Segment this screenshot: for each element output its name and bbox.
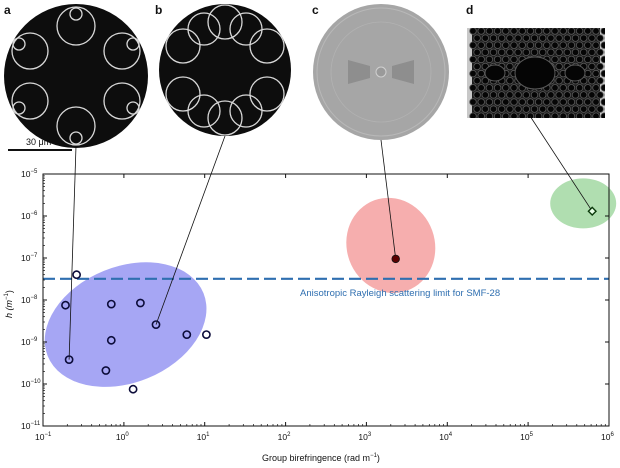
panel-letter-a: a [4,3,11,17]
micrograph-b [159,4,291,136]
panel-letter-c: c [312,3,319,17]
panel-letter-b: b [155,3,162,17]
y-axis-title: h (m−1) [4,290,14,318]
x-tick-label: 106 [601,432,614,442]
data-point [61,300,70,310]
x-tick-label: 101 [197,432,210,442]
group-ellipse-a-b [44,262,207,387]
leader-line-d [529,115,593,212]
y-tick-label: 10−6 [21,211,38,221]
y-tick-label: 10−11 [21,421,41,431]
data-point [128,384,138,394]
data-point [64,355,74,364]
data-point [106,335,116,345]
y-tick-label: 10−5 [21,169,38,179]
reference-line-label: Anisotropic Rayleigh scattering limit fo… [300,288,500,299]
y-tick-label: 10−8 [21,295,38,305]
axis-ticks: 10−1 100 101 102 103 104 105 106 10−11 10−10 10−9 1… [21,169,614,442]
leader-line-b [155,135,226,325]
data-point [201,330,211,339]
leader-line-a [68,145,77,360]
y-tick-label: 10−9 [21,337,38,347]
x-tick-label: 10−1 [35,432,52,442]
x-tick-label: 104 [439,432,452,442]
x-tick-label: 102 [278,432,291,442]
leader-lines [68,115,593,360]
data-point [106,299,116,309]
group-ellipse-d [550,178,617,229]
x-tick-label: 100 [116,432,129,442]
x-tick-label: 103 [358,432,371,442]
data-point [182,330,192,339]
leader-line-c [380,139,397,259]
micrograph-a [4,4,148,148]
scale-bar-label: 30 μm [26,137,51,147]
data-point [135,298,145,308]
data-point [72,270,81,280]
y-tick-label: 10−10 [21,379,41,389]
data-point [151,320,161,329]
data-point [391,254,400,264]
data-points [61,206,598,394]
y-tick-label: 10−7 [21,253,38,263]
group-ellipses [44,178,617,387]
data-point [101,366,111,375]
group-ellipse-c [346,197,436,293]
micrograph-c [313,4,449,140]
panel-letter-d: d [466,3,473,17]
micrograph-d [467,28,605,118]
data-point [587,206,598,217]
x-axis-title: Group birefringence (rad m−1) [262,453,380,463]
x-tick-label: 105 [520,432,533,442]
